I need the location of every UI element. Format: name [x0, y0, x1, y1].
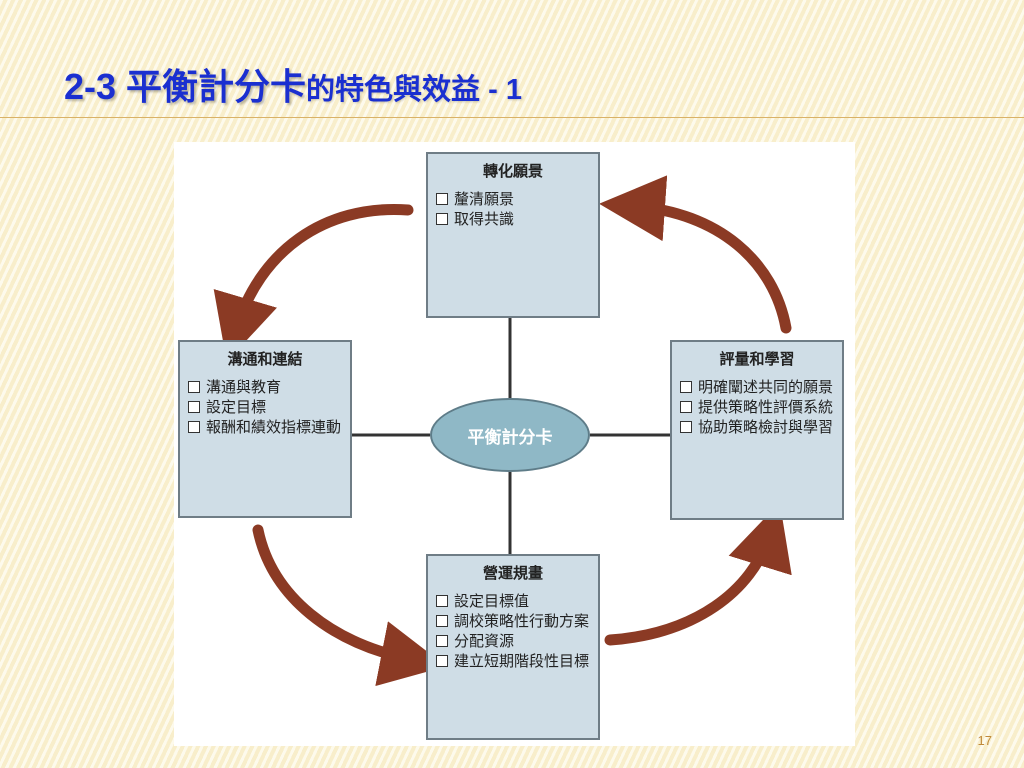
- list-item: 設定目標值: [436, 591, 598, 611]
- arrow-top-to-left: [213, 204, 414, 362]
- checkbox-icon: [436, 615, 448, 627]
- checkbox-icon: [436, 635, 448, 647]
- page-number: 17: [977, 733, 992, 748]
- center-oval-balanced-scorecard: 平衡計分卡: [430, 398, 590, 472]
- checkbox-icon: [680, 421, 692, 433]
- title-divider: [0, 117, 1024, 118]
- checkbox-icon: [436, 213, 448, 225]
- balanced-scorecard-diagram: 轉化願景 釐清願景 取得共識 溝通和連結 溝通與教育 設定目標 報酬和績效指標連…: [174, 142, 855, 746]
- box-feedback-learning: 評量和學習 明確闡述共同的願景 提供策略性評價系統 協助策略檢討與學習: [670, 340, 844, 520]
- list-item: 建立短期階段性目標: [436, 651, 598, 671]
- arrow-left-to-bottom: [252, 524, 447, 687]
- list-item: 報酬和績效指標連動: [188, 417, 350, 437]
- list-item: 釐清願景: [436, 189, 598, 209]
- arrow-bottom-to-right: [604, 502, 792, 646]
- list-item: 調校策略性行動方案: [436, 611, 598, 631]
- title-main: 2-3 平衡計分卡: [64, 66, 307, 107]
- diagram-connectors: [213, 175, 792, 687]
- box-feedback-learning-title: 評量和學習: [719, 350, 795, 368]
- checkbox-icon: [436, 595, 448, 607]
- title-sub: 的特色與效益 - 1: [306, 74, 522, 106]
- box-vision-title: 轉化願景: [482, 162, 543, 180]
- checkbox-icon: [436, 193, 448, 205]
- slide-title: 2-3 平衡計分卡的特色與效益 - 1: [64, 58, 522, 114]
- box-communication: 溝通和連結 溝通與教育 設定目標 報酬和績效指標連動: [178, 340, 352, 518]
- checkbox-icon: [680, 401, 692, 413]
- box-communication-title: 溝通和連結: [227, 350, 303, 368]
- checkbox-icon: [680, 381, 692, 393]
- list-item: 明確闡述共同的願景: [680, 377, 842, 397]
- checkbox-icon: [436, 655, 448, 667]
- checkbox-icon: [188, 421, 200, 433]
- list-item: 設定目標: [188, 397, 350, 417]
- list-item: 溝通與教育: [188, 377, 350, 397]
- list-item: 取得共識: [436, 209, 598, 229]
- box-business-planning: 營運規畫 設定目標值 調校策略性行動方案 分配資源 建立短期階段性目標: [426, 554, 600, 740]
- list-item: 分配資源: [436, 631, 598, 651]
- box-business-planning-title: 營運規畫: [482, 564, 543, 582]
- box-vision: 轉化願景 釐清願景 取得共識: [426, 152, 600, 318]
- list-item: 提供策略性評價系統: [680, 397, 842, 417]
- checkbox-icon: [188, 381, 200, 393]
- checkbox-icon: [188, 401, 200, 413]
- arrow-right-to-top: [599, 175, 792, 334]
- list-item: 協助策略檢討與學習: [680, 417, 842, 437]
